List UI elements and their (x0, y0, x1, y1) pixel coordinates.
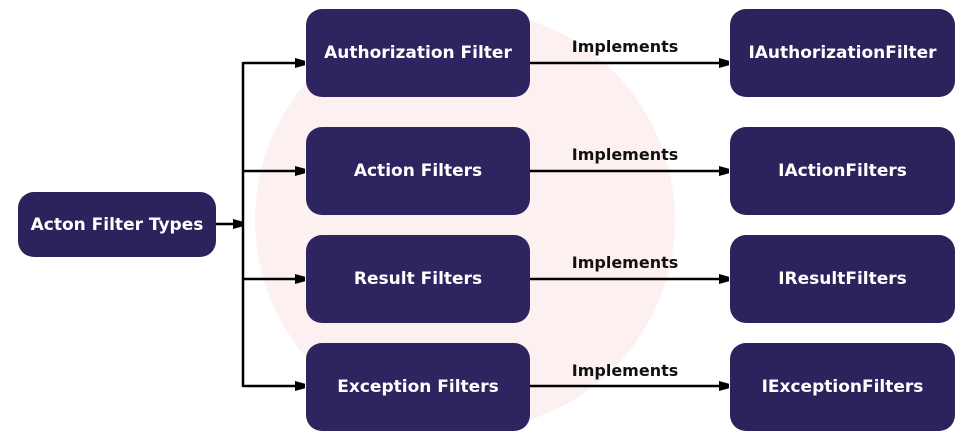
root-node: Acton Filter Types (18, 192, 216, 257)
interface-node: IResultFilters (730, 235, 955, 323)
filter-type-node: Exception Filters (306, 343, 530, 431)
interface-node: IExceptionFilters (730, 343, 955, 431)
interface-node: IActionFilters (730, 127, 955, 215)
filter-type-node: Authorization Filter (306, 9, 530, 97)
filter-type-node: Action Filters (306, 127, 530, 215)
relation-label: Implements (571, 361, 679, 380)
filter-type-node: Result Filters (306, 235, 530, 323)
interface-node: IAuthorizationFilter (730, 9, 955, 97)
relation-label: Implements (571, 145, 679, 164)
relation-label: Implements (571, 37, 679, 56)
relation-label: Implements (571, 253, 679, 272)
